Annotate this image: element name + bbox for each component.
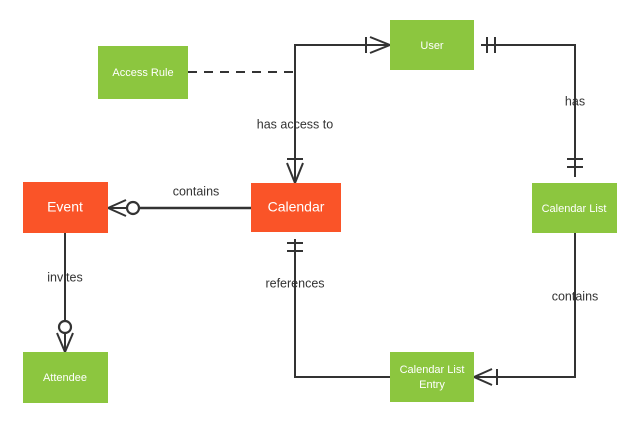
- connector-calendar-list-cle: [489, 233, 576, 378]
- relationship-label-invites: invites: [47, 270, 82, 284]
- entity-user[interactable]: User: [390, 20, 474, 70]
- entity-calendar-list-entry-label-line2: Entry: [419, 379, 445, 391]
- cardinality-calendar-list-entry-right: [473, 368, 498, 386]
- entity-event-box[interactable]: [23, 182, 108, 233]
- connector-calendar-user: [294, 44, 383, 176]
- entity-access-rule-label: Access Rule: [112, 67, 173, 79]
- entity-calendar-list-box[interactable]: [532, 183, 617, 233]
- entity-calendar-list-entry-label-line1: Calendar List: [400, 364, 465, 376]
- entity-access-rule-box[interactable]: [98, 46, 188, 99]
- cardinality-event-right: [107, 199, 141, 217]
- cardinality-calendar-list-top: [567, 158, 583, 168]
- entity-user-label: User: [420, 40, 444, 52]
- cardinality-attendee-top: [56, 319, 74, 353]
- entity-attendee-box[interactable]: [23, 352, 108, 403]
- connector-calendar-cle: [294, 239, 390, 378]
- entity-user-box[interactable]: [390, 20, 474, 70]
- connector-user-calendar-list: [481, 44, 576, 177]
- entity-attendee[interactable]: Attendee: [23, 352, 108, 403]
- entity-calendar-list-label: Calendar List: [542, 203, 607, 215]
- entity-calendar-list-entry-box[interactable]: [390, 352, 474, 402]
- entity-calendar-label: Calendar: [268, 199, 325, 215]
- relationship-label-has: has: [565, 94, 585, 108]
- cardinality-calendar-bottom: [287, 242, 303, 252]
- relationship-label-contains-calendar: contains: [173, 184, 220, 198]
- entity-event-label: Event: [47, 199, 83, 215]
- cardinality-user-left: [365, 36, 391, 54]
- entity-event[interactable]: Event: [23, 182, 108, 233]
- entity-calendar-list-entry[interactable]: Calendar List Entry: [390, 352, 474, 402]
- entity-calendar[interactable]: Calendar: [251, 183, 341, 232]
- relationship-label-contains-entry: contains: [552, 289, 599, 303]
- relationship-label-has-access-to: has access to: [257, 117, 333, 131]
- entity-calendar-list[interactable]: Calendar List: [532, 183, 617, 233]
- entity-attendee-label: Attendee: [43, 372, 87, 384]
- entity-access-rule[interactable]: Access Rule: [98, 46, 188, 99]
- cardinality-calendar-top: [286, 158, 304, 184]
- relationship-label-references: references: [265, 276, 324, 290]
- entity-calendar-box[interactable]: [251, 183, 341, 232]
- cardinality-user-right: [486, 37, 496, 53]
